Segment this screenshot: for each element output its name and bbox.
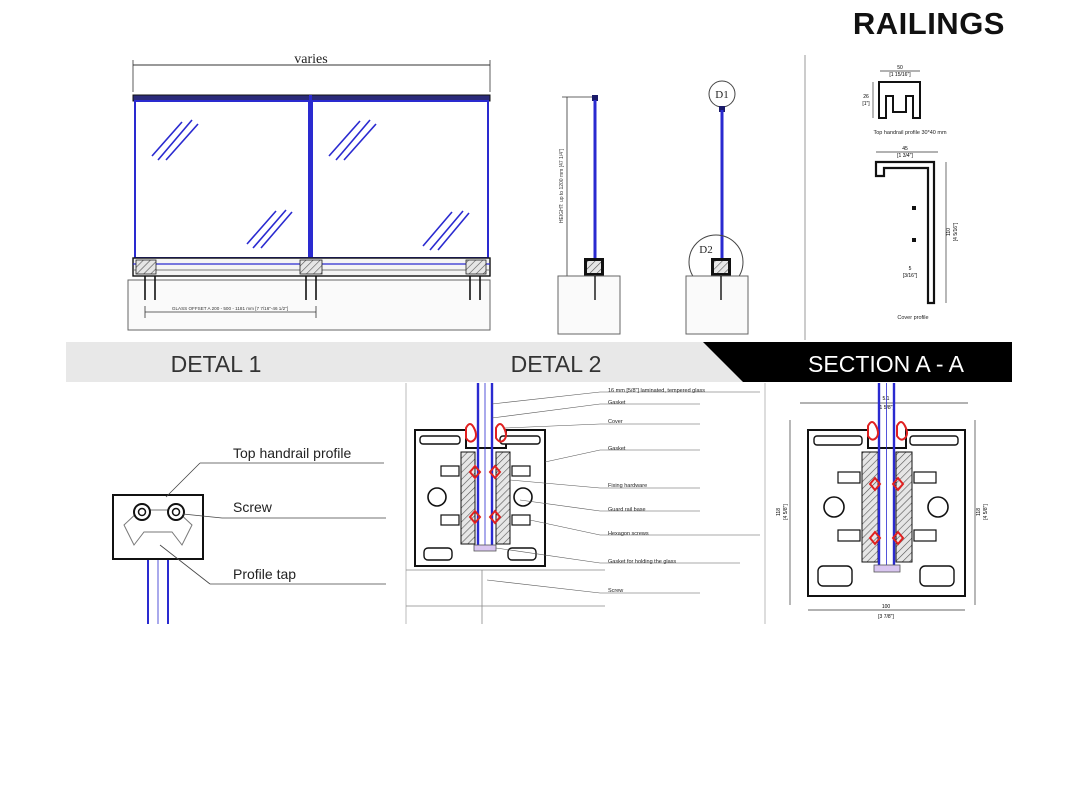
detail1-label-screw: Screw [233, 499, 273, 515]
detail2-label-gasket-1: Gasket [608, 400, 626, 406]
cover-profile-dim1-in: [1 3/4"] [897, 153, 913, 159]
detail1-view: Top handrail profile Screw Profile tap [112, 445, 386, 624]
cover-profile-dim2-in: [4 5/16"] [953, 222, 959, 241]
cover-profile-dim1: 45 [902, 146, 908, 152]
detail2-label-hexagon-screws: Hexagon screws [608, 531, 649, 537]
glass-reflection-marks [151, 119, 470, 251]
glass-offset-label: GLASS OFFSET A 200 - 500 - 1181 mm [7 7/… [172, 306, 288, 311]
section-left-dim: 118 [776, 508, 782, 516]
top-profile-dim2: 26 [863, 94, 869, 100]
section-bottom-dim: 100 [882, 604, 891, 610]
detail2-label-gasket-2: Gasket [608, 446, 626, 452]
cover-profile-dim2: 110 [946, 228, 952, 236]
section-bottom-dim-in: [3 7/8"] [878, 614, 894, 620]
section-banner: DETAL 1 DETAL 2 SECTION A - A [66, 342, 1012, 382]
detail-marker-d2: D2 [699, 244, 712, 256]
section-left-dim-in: [4 5/8"] [783, 504, 789, 520]
section-aa-view: 5.1 [1 5/8"] 118 [4 5/8"] 118 [4 5/8"] [776, 383, 989, 620]
section-right-dim-in: [4 5/8"] [983, 504, 989, 520]
detail2-label-glass: 16 mm [5/8"] laminated, tempered glass [608, 388, 705, 394]
banner-detail1: DETAL 1 [171, 351, 262, 377]
detail1-label-top-handrail: Top handrail profile [233, 445, 352, 461]
detail2-label-cover: Cover [608, 419, 623, 425]
top-profile-dim2-in: [1"] [862, 101, 870, 107]
width-label: varies [294, 52, 327, 67]
detail2-label-screw: Screw [608, 588, 623, 594]
top-profile-dim1-in: [1 15/16"] [889, 72, 911, 78]
cover-profile-caption: Cover profile [897, 315, 928, 321]
top-profile-caption: Top handrail profile 30*40 mm [873, 130, 946, 136]
page-title: RAILINGS [852, 6, 1005, 41]
side-section-view: HEIGHT: up to 1200 mm [47 1/4"] [557, 95, 621, 335]
detail2-label-fixing-hardware: Fixing hardware [608, 483, 647, 489]
banner-detail2: DETAL 2 [511, 351, 602, 377]
detail-marker-view: D1 D2 [685, 80, 749, 335]
cover-profile-dim3-in: [3/16"] [903, 273, 918, 279]
elevation-view: varies GLASS OFFSET A 200 [127, 52, 491, 331]
profile-drawings: 50 [1 15/16"] 26 [1"] Top handrail profi… [862, 65, 959, 321]
detail2-label-guard-rail-base: Guard rail base [608, 507, 646, 513]
detail1-label-profile-tap: Profile tap [233, 566, 296, 582]
detail2-view: 16 mm [5/8"] laminated, tempered glass G… [406, 383, 760, 624]
cover-profile-dim3: 5 [909, 266, 912, 272]
section-right-dim: 118 [976, 508, 982, 516]
detail2-label-gasket-holding: Gasket for holding the glass [608, 559, 676, 565]
top-profile-dim1: 50 [897, 65, 903, 71]
banner-section: SECTION A - A [808, 351, 965, 377]
height-label: HEIGHT: up to 1200 mm [47 1/4"] [559, 148, 565, 223]
detail-marker-d1: D1 [715, 89, 728, 101]
